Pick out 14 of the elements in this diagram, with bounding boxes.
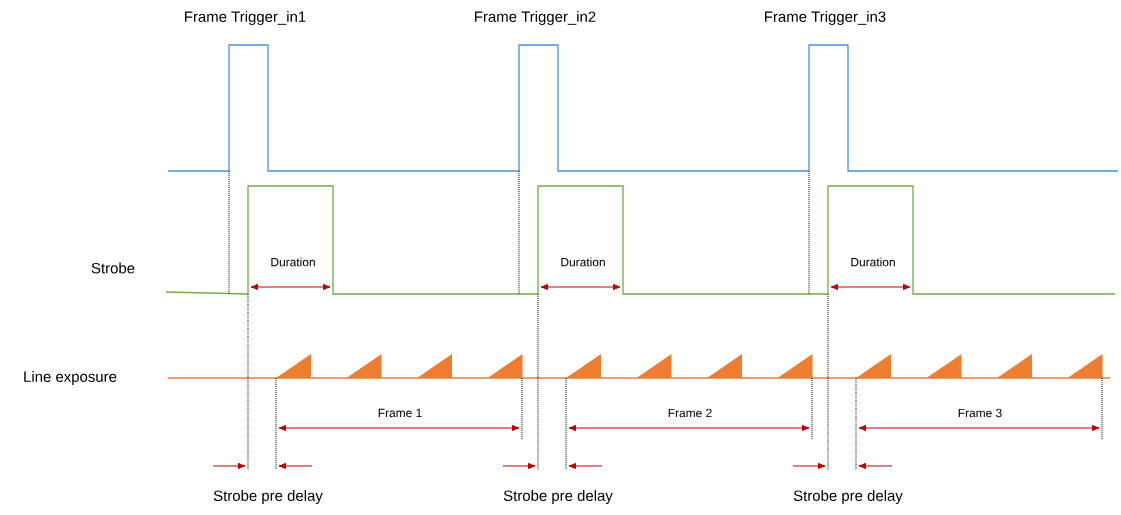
signal-label: Strobe <box>91 262 135 274</box>
dimension-label: Duration <box>851 257 895 267</box>
dimension-label: Frame 2 <box>668 408 712 418</box>
signal-label: Frame Trigger_in2 <box>475 11 596 25</box>
dimension-label: Duration <box>271 257 315 267</box>
dimension-label: Duration <box>561 257 605 267</box>
dimension-label: Strobe pre delay <box>793 490 903 504</box>
dimension-label: Frame 1 <box>378 408 422 418</box>
dimension-label: Strobe pre delay <box>503 490 613 504</box>
signal-label: Frame Trigger_in3 <box>765 11 886 25</box>
signal-label: Frame Trigger_in1 <box>185 11 306 25</box>
dimension-label: Strobe pre delay <box>213 490 323 504</box>
dimension-label: Frame 3 <box>958 408 1002 418</box>
signal-label: Line exposure <box>24 371 117 385</box>
